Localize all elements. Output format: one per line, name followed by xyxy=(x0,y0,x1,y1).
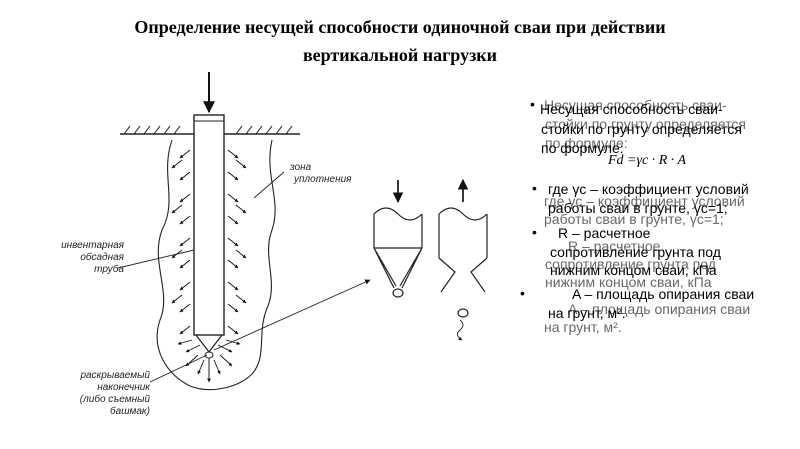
text-3a: R – расчетное xyxy=(558,225,651,241)
detail-open-tip xyxy=(438,178,488,341)
label-tip-line: башмак) xyxy=(110,406,150,417)
text-4b: на грунт, м². xyxy=(548,305,626,321)
bullet-marker: • xyxy=(520,285,525,301)
text-3b: сопротивление грунта под xyxy=(550,244,721,260)
label-zone-line: уплотнения xyxy=(294,174,352,185)
text-1b: стойки по грунту определяется xyxy=(541,121,742,137)
label-tip-line: раскрываемый xyxy=(80,370,150,381)
text-2a: где γc – коэффициент условий xyxy=(548,181,749,197)
text-ghost-1a: Несущая способность сваи- xyxy=(544,97,727,113)
bullet-marker: • xyxy=(532,224,537,240)
label-casing-pipe: инвентарная обсадная труба xyxy=(40,240,124,276)
leader-tip xyxy=(149,354,208,383)
compaction-zone-outline xyxy=(156,139,276,391)
leader-pipe xyxy=(117,249,195,269)
text-1c: по формуле: xyxy=(541,140,624,156)
text-ghost-1b: стойки по грунту определяется xyxy=(545,116,746,132)
label-tip-line: наконечник xyxy=(97,382,150,393)
text-ghost-4b: на грунт, м². xyxy=(544,319,622,335)
detail-closed-tip xyxy=(373,180,423,298)
bullet-marker: • xyxy=(530,96,535,112)
label-compaction-zone: зона уплотнения xyxy=(290,162,352,186)
text-3c: нижним концом сваи, кПа xyxy=(550,262,717,278)
compaction-arrows-right xyxy=(227,149,247,335)
formula-bearing-capacity: Fd =γc · R · A xyxy=(608,153,687,168)
text-ghost-3a: R – расчетное xyxy=(568,238,661,254)
text-ghost-1c: по формуле: xyxy=(545,135,628,151)
text-1a: Несущая способность сваи- xyxy=(540,101,723,117)
ground-hatching xyxy=(123,125,293,135)
label-zone-line: зона xyxy=(290,162,312,173)
label-tip-line: (либо съемный xyxy=(79,394,150,405)
text-ghost-2b: работы сваи в грунте, γc=1; xyxy=(544,211,724,227)
leader-to-detail xyxy=(213,279,371,351)
text-ghost-2a: где γc – коэффициент условий xyxy=(544,193,745,209)
text-ghost-4a: A – площадь опирания сваи xyxy=(568,301,751,317)
text-2b: работы сваи в грунте, γc=1; xyxy=(548,200,728,216)
pile-tip xyxy=(195,334,223,353)
label-tip: раскрываемый наконечник (либо съемный ба… xyxy=(58,370,150,418)
bullet-marker: • xyxy=(532,180,537,196)
compaction-arrows-left xyxy=(171,149,191,335)
text-4a: A – площадь опирания сваи xyxy=(572,286,755,302)
casing-pipe xyxy=(193,114,225,336)
slide-title-line-1: Определение несущей способности одиночно… xyxy=(134,17,666,37)
label-pipe-line: труба xyxy=(94,264,124,275)
text-ghost-3c: нижним концом сваи, кПа xyxy=(545,274,712,290)
slide-title-line-2: вертикальной нагрузки xyxy=(302,45,498,65)
text-ghost-3b: сопротивление грунта под xyxy=(545,256,716,272)
label-pipe-line: инвентарная xyxy=(61,240,124,251)
label-pipe-line: обсадная xyxy=(80,252,124,263)
leader-zone xyxy=(253,171,285,199)
